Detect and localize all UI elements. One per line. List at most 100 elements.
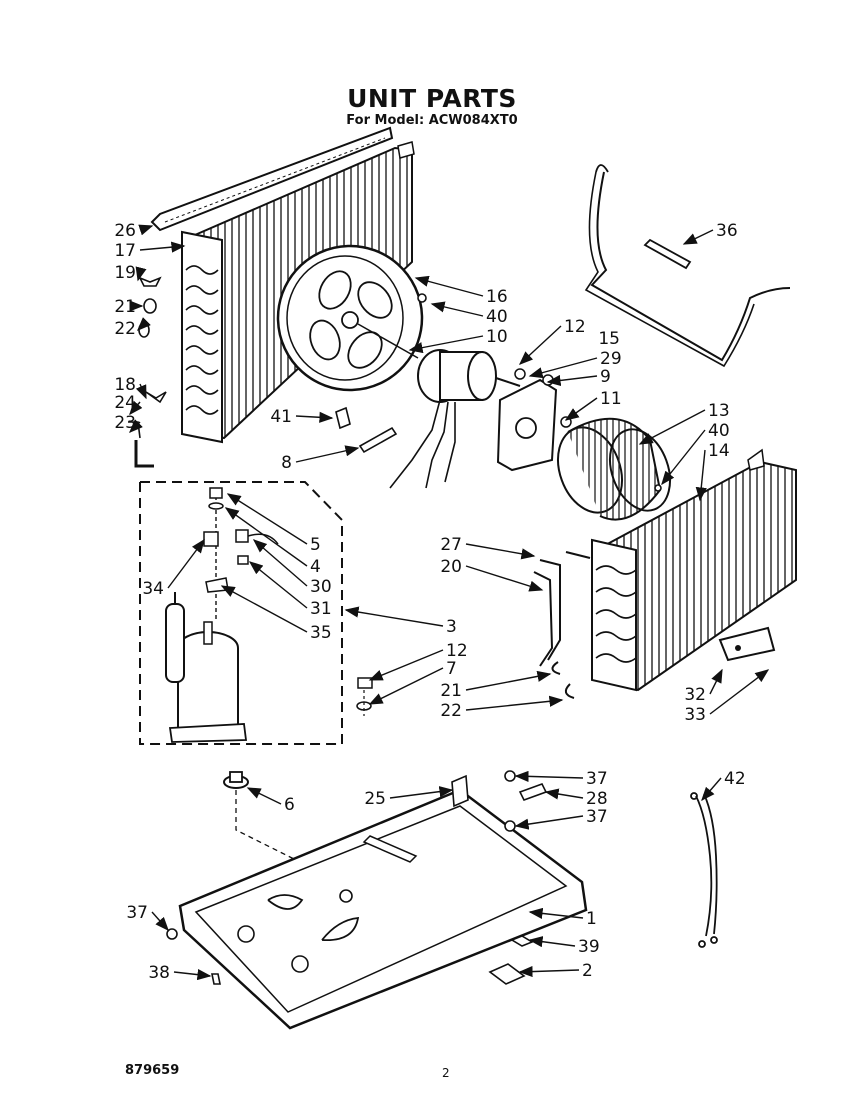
callout-label: 29 [600, 349, 622, 369]
callout-label: 32 [684, 685, 706, 705]
callout-label: 9 [600, 367, 611, 387]
callout-label: 40 [486, 307, 508, 327]
callout-label: 33 [684, 705, 706, 725]
callout-label: 11 [600, 389, 622, 409]
leader-line [368, 649, 444, 681]
callout-label: 37 [586, 769, 608, 789]
callout-c19: 19 [114, 263, 147, 283]
leader-line [528, 936, 576, 948]
callout-c29: 29 [528, 349, 622, 379]
callout-layer: 2617192122182423164010418122991115361340… [114, 221, 770, 983]
base-pan [178, 788, 588, 1030]
callout-label: 34 [142, 579, 164, 599]
callout-c23: 23 [114, 413, 143, 433]
model-subtitle: For Model: ACW084XT0 [346, 113, 518, 128]
callout-c14: 14 [695, 441, 730, 502]
callout-label: 3 [446, 617, 457, 637]
leader-line [430, 301, 484, 317]
callout-c2: 2 [518, 961, 593, 981]
callout-label: 18 [114, 375, 136, 395]
callout-c42: 42 [701, 769, 746, 802]
callout-c1: 1 [528, 907, 597, 929]
leader-line [564, 397, 598, 421]
callout-c22b: 22 [440, 695, 564, 721]
callout-label: 5 [310, 535, 321, 555]
callout-c37c: 37 [126, 903, 169, 932]
callout-label: 41 [270, 407, 292, 427]
callout-c12b: 12 [368, 641, 468, 681]
callout-label: 25 [364, 789, 386, 809]
leader-line [682, 229, 714, 245]
callout-label: 24 [114, 393, 136, 413]
callout-c40b: 40 [661, 421, 730, 486]
callout-label: 17 [114, 241, 136, 261]
evaporator-coil [591, 448, 797, 692]
callout-c7: 7 [368, 659, 457, 705]
leader-line [695, 449, 707, 502]
leader-line [465, 543, 536, 560]
fan-motor [389, 349, 521, 489]
callout-label: 16 [486, 287, 508, 307]
callout-label: 23 [114, 413, 136, 433]
callout-label: 37 [586, 807, 608, 827]
leader-line [252, 539, 308, 587]
leader-line [709, 669, 770, 715]
callout-label: 27 [440, 535, 462, 555]
callout-c31: 31 [248, 561, 332, 619]
leader-line [701, 777, 722, 802]
callout-c36: 36 [682, 221, 738, 245]
callout-label: 19 [114, 263, 136, 283]
leader-line [135, 383, 147, 400]
callout-label: 10 [486, 327, 508, 347]
leader-line [465, 565, 544, 592]
callout-c4: 4 [224, 507, 321, 577]
leader-line [220, 585, 308, 633]
refrigerant-tubes [533, 551, 591, 667]
callout-c20: 20 [440, 557, 544, 592]
leader-line [544, 788, 584, 800]
leader-line [408, 335, 484, 354]
callout-c26a: 26 [114, 221, 154, 241]
callout-label: 6 [284, 795, 295, 815]
leader-line [518, 965, 580, 978]
leader-line [295, 411, 334, 423]
callout-c16: 16 [414, 275, 508, 307]
foam-strip [150, 126, 394, 232]
callout-label: 26 [114, 221, 136, 241]
callout-c13: 13 [638, 401, 730, 445]
callout-label: 14 [708, 441, 730, 461]
leader-line [465, 670, 552, 691]
callout-c35: 35 [220, 585, 332, 643]
callout-label: 12 [446, 641, 468, 661]
callout-label: 30 [310, 577, 332, 597]
callout-c41: 41 [270, 407, 334, 427]
callout-c17: 17 [114, 241, 186, 261]
compressor [165, 487, 373, 743]
leader-line [224, 507, 308, 567]
callout-label: 21 [440, 681, 462, 701]
callout-c8: 8 [281, 445, 360, 473]
callout-c33: 33 [684, 669, 770, 725]
leader-line [661, 429, 706, 486]
callout-c5: 5 [226, 493, 321, 555]
callout-label: 31 [310, 599, 332, 619]
callout-label: 22 [114, 319, 136, 339]
page-number: 2 [442, 1066, 450, 1080]
leader-line [344, 606, 444, 627]
callout-c15: 15 [598, 329, 620, 349]
wire-harness [690, 792, 718, 948]
callout-label: 13 [708, 401, 730, 421]
callout-c24: 24 [114, 393, 143, 416]
leader-line [528, 907, 584, 919]
compressor-assembly-box [139, 481, 343, 745]
callout-c6: 6 [246, 787, 295, 815]
callout-c21a: 21 [114, 297, 144, 317]
leader-line [248, 561, 308, 609]
leader-line [226, 493, 308, 545]
callout-label: 15 [598, 329, 620, 349]
evaporator-bracket [718, 626, 776, 662]
callout-c32: 32 [684, 668, 723, 705]
document-number: 879659 [125, 1063, 180, 1078]
callout-label: 28 [586, 789, 608, 809]
